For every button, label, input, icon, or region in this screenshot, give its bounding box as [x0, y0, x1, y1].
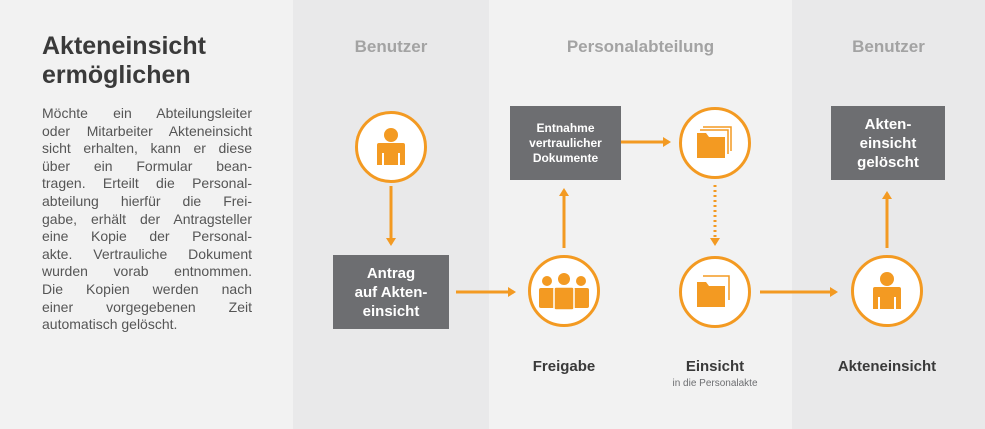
lane-title: Personalabteilung [566, 37, 715, 56]
folders-icon [697, 126, 732, 158]
intro-text-line: eine Kopie der Personal- [42, 228, 252, 245]
entnahme-box: Entnahme vertraulicher Dokumente [510, 106, 621, 180]
lane-title: Benutzer [852, 37, 925, 56]
intro-text-line: abteilung hierfür die Frei- [42, 192, 252, 209]
intro-text-line: über ein Formular bean- [42, 157, 252, 174]
user-start-node [355, 111, 427, 183]
box-line: Akten- [864, 115, 912, 133]
person-icon [377, 128, 405, 165]
intro-text-line: Möchte ein Abteilungsleiter [42, 105, 252, 121]
einsicht-sublabel: in die Personalakte [672, 378, 758, 389]
lane-personalabteilung: Personalabteilung [489, 0, 792, 429]
geloescht-box: Akten- einsicht gelöscht [831, 106, 945, 180]
freigabe-label: Freigabe [532, 358, 596, 375]
title-line: Akteneinsicht [42, 32, 206, 60]
intro-text-line: wurden vorab entnommen. [42, 263, 252, 280]
intro-text-line: Die Kopien werden nach [42, 280, 252, 297]
box-line: Dokumente [532, 150, 599, 165]
box-line: auf Akten- [354, 283, 428, 301]
box-line: vertraulicher [529, 135, 602, 150]
box-line: einsicht [859, 134, 917, 152]
akteneinsicht-node [851, 255, 923, 327]
akteneinsicht-label: Akteneinsicht [837, 358, 937, 375]
intro-panel: Akteneinsicht ermöglichen Möchte ein Abt… [0, 0, 293, 429]
page-title: Akteneinsicht ermöglichen [42, 32, 272, 90]
intro-text-line: tragen. Erteilt die Personal- [42, 175, 252, 192]
intro-text-line: automatisch gelöscht. [42, 316, 178, 333]
box-line: einsicht [362, 302, 420, 320]
einsicht-label: Einsicht [685, 358, 745, 375]
person-icon [873, 272, 901, 309]
intro-text-line: gabe, erhält der Antragsteller [42, 210, 252, 227]
folder-icon [697, 275, 730, 307]
folders-node [679, 107, 751, 179]
group-icon [539, 273, 589, 310]
antrag-box: Antrag auf Akten- einsicht [333, 255, 449, 329]
intro-text-line: einer vorgegebenen Zeit [42, 298, 252, 315]
intro-text-line: sicht erhalten, kann er diese [42, 140, 252, 157]
intro-text-line: akte. Vertrauliche Dokument [42, 245, 252, 262]
box-line: gelöscht [857, 153, 919, 171]
lane-title: Benutzer [354, 37, 428, 56]
freigabe-node [528, 255, 600, 327]
box-line: Entnahme [536, 120, 595, 135]
einsicht-node [679, 256, 751, 328]
intro-text-line: oder Mitarbeiter Akteneinsicht [42, 122, 252, 139]
intro-text: Möchte ein Abteilungsleiter oder Mitarbe… [42, 105, 252, 334]
title-line: ermöglichen [42, 61, 191, 89]
box-line: Antrag [366, 264, 416, 282]
